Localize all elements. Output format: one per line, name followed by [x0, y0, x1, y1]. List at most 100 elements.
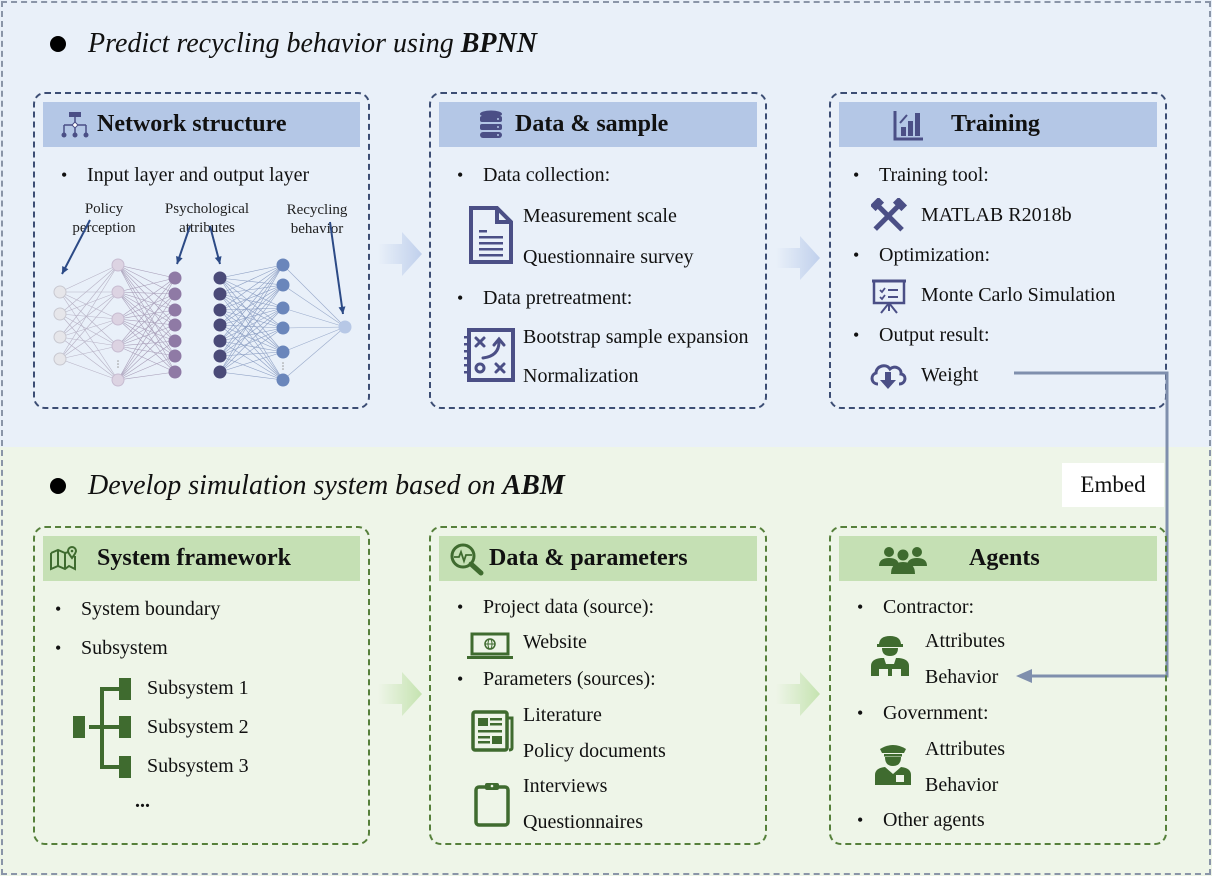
nn-edge	[117, 318, 176, 373]
list-item: Behavior	[925, 774, 998, 797]
nn-edge	[117, 277, 176, 293]
nn-node	[213, 287, 227, 301]
laptop-globe-icon	[467, 632, 513, 660]
nn-edge	[59, 313, 119, 320]
nn-edge	[282, 326, 346, 329]
nn-edge	[219, 264, 284, 357]
nn-node	[111, 285, 125, 299]
embed-text: Embed	[1080, 472, 1146, 497]
card-header: System framework	[43, 536, 360, 581]
bullet-item: Training tool:	[853, 164, 989, 187]
item-text: Weight	[921, 364, 979, 386]
list-item: Monte Carlo Simulation	[921, 284, 1115, 307]
clipboard-icon	[473, 781, 511, 827]
nn-edge	[117, 324, 176, 347]
nn-ellipsis-dot	[117, 360, 119, 362]
nn-edge	[117, 264, 176, 357]
list-item: MATLAB R2018b	[921, 204, 1072, 227]
nn-edge	[219, 307, 284, 357]
nn-edge	[59, 264, 119, 360]
nn-edge	[219, 277, 284, 353]
item-text: Interviews	[523, 775, 608, 797]
nn-edge	[282, 307, 346, 328]
nn-edge	[117, 355, 176, 381]
list-item: Interviews	[523, 775, 607, 798]
item-text: Behavior	[925, 666, 999, 688]
item-text: Questionnaire survey	[523, 246, 694, 268]
data-sample-card: Data & sample Data collection: Measureme…	[429, 92, 767, 409]
nn-edge	[219, 307, 284, 326]
nn-node	[168, 303, 182, 317]
nn-edge	[117, 264, 176, 326]
nn-ellipsis-dot	[282, 365, 284, 367]
item-text: MATLAB R2018b	[921, 204, 1072, 226]
nn-edge	[219, 264, 284, 295]
label-line: Policy	[84, 201, 124, 217]
abm-section-background	[0, 447, 1212, 876]
nn-edge	[117, 264, 176, 279]
ellipsis-text: ...	[135, 790, 150, 812]
strategy-icon	[463, 328, 515, 382]
item-text: Behavior	[925, 774, 999, 796]
nn-edge	[117, 318, 176, 342]
recycling-behavior-label: Recycling behavior	[274, 201, 360, 239]
item-text: Bootstrap sample expansion	[523, 326, 749, 348]
nn-node	[111, 373, 125, 387]
nn-node	[276, 321, 290, 335]
label-line: attributes	[179, 220, 235, 236]
nn-edge	[117, 318, 176, 326]
abm-section-title: Develop simulation system based on ABM	[50, 470, 565, 502]
nn-node	[53, 352, 67, 366]
tools-hammer-icon	[871, 198, 907, 232]
map-pin-icon	[49, 545, 81, 572]
ellipsis: ...	[135, 790, 150, 813]
pointer-arrowhead	[214, 256, 222, 264]
bullet-text: Other agents	[883, 809, 985, 831]
item-text: Measurement scale	[523, 205, 677, 227]
card-title: Data & sample	[515, 111, 669, 137]
item-text: Website	[523, 631, 587, 653]
nn-edge	[219, 264, 284, 311]
card-header: Network structure	[43, 102, 360, 147]
nn-edge	[117, 291, 176, 342]
nn-node	[276, 373, 290, 387]
nn-edge	[117, 277, 176, 320]
section-title-emphasis: ABM	[502, 470, 565, 501]
nn-edge	[117, 345, 176, 373]
bpnn-section-title: Predict recycling behavior using BPNN	[50, 28, 537, 60]
nn-edge	[282, 326, 346, 353]
nn-edge	[219, 284, 284, 357]
nn-edge	[219, 340, 284, 353]
nn-edge	[59, 291, 119, 320]
nn-edge	[59, 318, 119, 338]
item-text: Attributes	[925, 630, 1005, 652]
nn-node	[168, 334, 182, 348]
card-title: Network structure	[97, 111, 287, 137]
nn-node	[111, 258, 125, 272]
nn-edge	[117, 293, 176, 347]
nn-edge	[59, 291, 119, 360]
tree-structure-icon	[73, 676, 137, 780]
nn-edge	[59, 264, 119, 315]
nn-edge	[59, 291, 119, 347]
flow-arrow-icon	[378, 672, 422, 716]
nn-edge	[59, 291, 119, 338]
nn-edge	[59, 264, 119, 338]
pointer-arrowhead	[62, 266, 69, 274]
card-header: Agents	[839, 536, 1157, 581]
bullet-text: Contractor:	[883, 596, 975, 618]
nn-edge	[219, 309, 284, 353]
data-parameters-card: Data & parameters Project data (source):…	[429, 526, 767, 845]
nn-edge	[219, 264, 284, 373]
nn-edge	[117, 309, 176, 381]
nn-edge	[117, 293, 176, 320]
nn-edge	[59, 318, 119, 360]
bullet-text: Data pretreatment:	[483, 287, 633, 309]
nn-node	[276, 278, 290, 292]
nn-edge	[117, 345, 176, 357]
nn-ellipsis-dot	[282, 368, 284, 370]
construction-worker-icon	[871, 634, 909, 676]
nn-edge	[219, 277, 284, 286]
nn-node	[111, 339, 125, 353]
